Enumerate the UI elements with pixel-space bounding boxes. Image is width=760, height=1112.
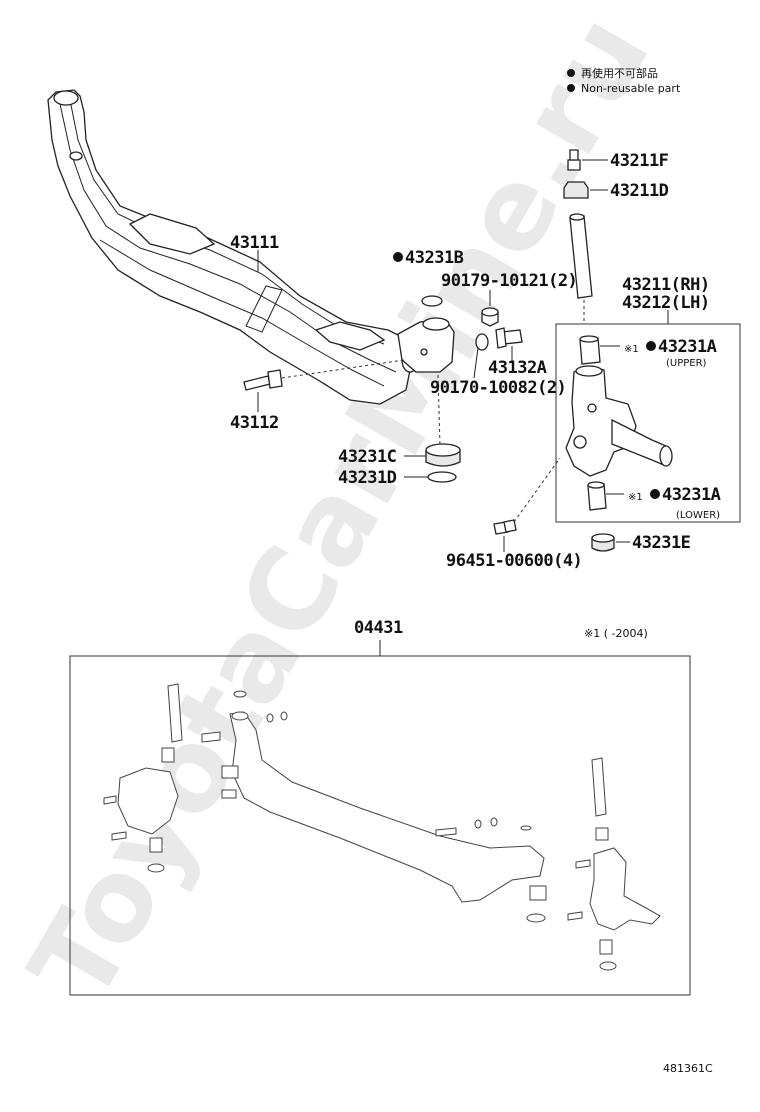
label-43231B: 43231B bbox=[405, 248, 464, 268]
washer-43231D bbox=[427, 471, 457, 483]
nut-90179 bbox=[481, 307, 499, 327]
label-43111: 43111 bbox=[230, 233, 279, 253]
kingpin-boss bbox=[397, 317, 455, 373]
note-range: ※1 ( -2004) bbox=[584, 627, 648, 640]
grease-fitting-96451 bbox=[493, 519, 517, 535]
knuckle-group-box bbox=[555, 323, 741, 523]
label-43212-LH: 43212(LH) bbox=[622, 293, 710, 313]
kit-box-04431 bbox=[69, 655, 691, 996]
label-lower-note: (LOWER) bbox=[676, 510, 720, 521]
note-mark-upper: ※1 bbox=[624, 344, 639, 355]
label-43211D: 43211D bbox=[610, 181, 669, 201]
note-mark-lower: ※1 bbox=[628, 492, 643, 503]
label-upper-note: (UPPER) bbox=[666, 358, 707, 369]
legend: 再使用不可部品 Non-reusable part bbox=[567, 66, 681, 95]
label-43132A: 43132A bbox=[488, 358, 547, 378]
label-43231A-upper: 43231A bbox=[658, 337, 717, 357]
kingpin bbox=[569, 213, 593, 299]
diagram-code: 481361C bbox=[663, 1062, 713, 1075]
label-43112: 43112 bbox=[230, 413, 279, 433]
axle-beam-43111 bbox=[47, 89, 419, 405]
non-reusable-dot-icon bbox=[567, 69, 575, 77]
dash-96451 bbox=[513, 457, 561, 523]
bolt-43132A bbox=[495, 327, 523, 349]
pin-43112 bbox=[243, 369, 283, 391]
cap-43211D bbox=[563, 181, 589, 199]
label-43231E: 43231E bbox=[632, 533, 691, 553]
grease-fitting-43211F bbox=[567, 149, 581, 171]
steering-knuckle bbox=[565, 365, 673, 477]
leader-90170 bbox=[473, 347, 479, 379]
dash-43112 bbox=[281, 359, 405, 379]
o-ring-43231B bbox=[421, 295, 443, 307]
label-43231A-lower: 43231A bbox=[662, 485, 721, 505]
non-reusable-dot-icon bbox=[393, 252, 403, 262]
non-reusable-dot-icon bbox=[646, 341, 656, 351]
label-43211F: 43211F bbox=[610, 151, 669, 171]
bushing-43231C bbox=[425, 443, 461, 467]
plug-43231E bbox=[591, 533, 615, 552]
bushing-upper-43231A bbox=[579, 335, 601, 365]
label-04431: 04431 bbox=[354, 618, 403, 638]
non-reusable-dot-icon bbox=[650, 489, 660, 499]
kit-overview-illustration bbox=[103, 683, 661, 971]
label-90179-10121: 90179-10121(2) bbox=[441, 271, 577, 291]
label-43231C: 43231C bbox=[338, 447, 396, 467]
non-reusable-dot-icon bbox=[567, 84, 575, 92]
label-43211-RH: 43211(RH) bbox=[622, 275, 710, 295]
label-43231D: 43231D bbox=[338, 468, 397, 488]
legend-en: Non-reusable part bbox=[581, 82, 681, 95]
bushing-lower-43231A bbox=[587, 481, 607, 511]
legend-jp: 再使用不可部品 bbox=[581, 66, 658, 80]
label-96451-00600: 96451-00600(4) bbox=[446, 551, 582, 571]
washer-90170 bbox=[475, 333, 489, 351]
label-90170-10082: 90170-10082(2) bbox=[430, 378, 566, 398]
